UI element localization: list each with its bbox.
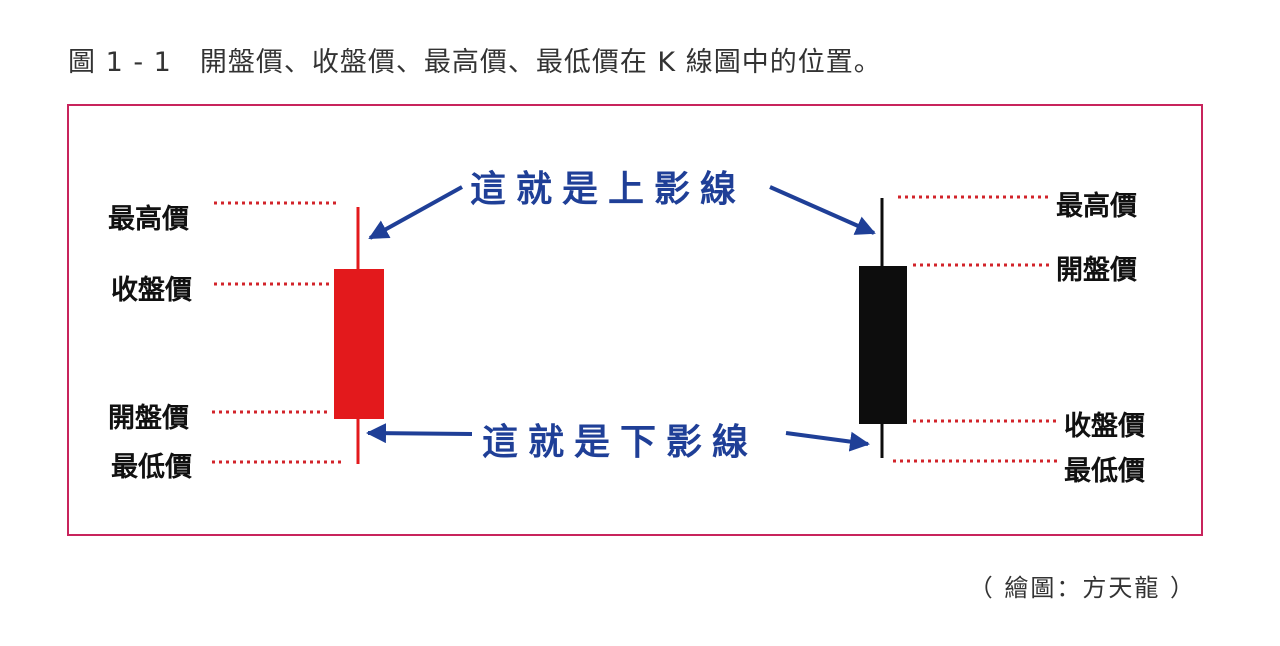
figure-credit: （ 繪圖：方天龍 ） — [968, 574, 1196, 602]
upper-shadow-arrow-left — [368, 185, 463, 240]
diagram-frame — [67, 104, 1203, 536]
left-close-label: 收盤價 — [111, 275, 192, 306]
upper-shadow-arrow-right — [769, 185, 876, 235]
right-low-label: 最低價 — [1064, 456, 1145, 487]
left-high-label: 最高價 — [108, 204, 189, 235]
left-open-label: 開盤價 — [108, 403, 189, 434]
figure-caption: 圖 1 - 1 開盤價、收盤價、最高價、最低價在 K 線圖中的位置。 — [68, 47, 882, 78]
lower-shadow-label: 這就是下影線 — [482, 422, 759, 463]
right-close-label: 收盤價 — [1064, 411, 1145, 442]
right-candle-body — [859, 266, 907, 424]
upper-shadow-label: 這就是上影線 — [470, 169, 747, 210]
right-open-label: 開盤價 — [1056, 255, 1137, 286]
right-high-label: 最高價 — [1056, 191, 1137, 222]
left-candle-body — [334, 269, 384, 419]
left-low-label: 最低價 — [111, 452, 192, 483]
lower-shadow-arrow-right — [785, 431, 870, 452]
lower-shadow-arrow-left — [366, 423, 473, 444]
